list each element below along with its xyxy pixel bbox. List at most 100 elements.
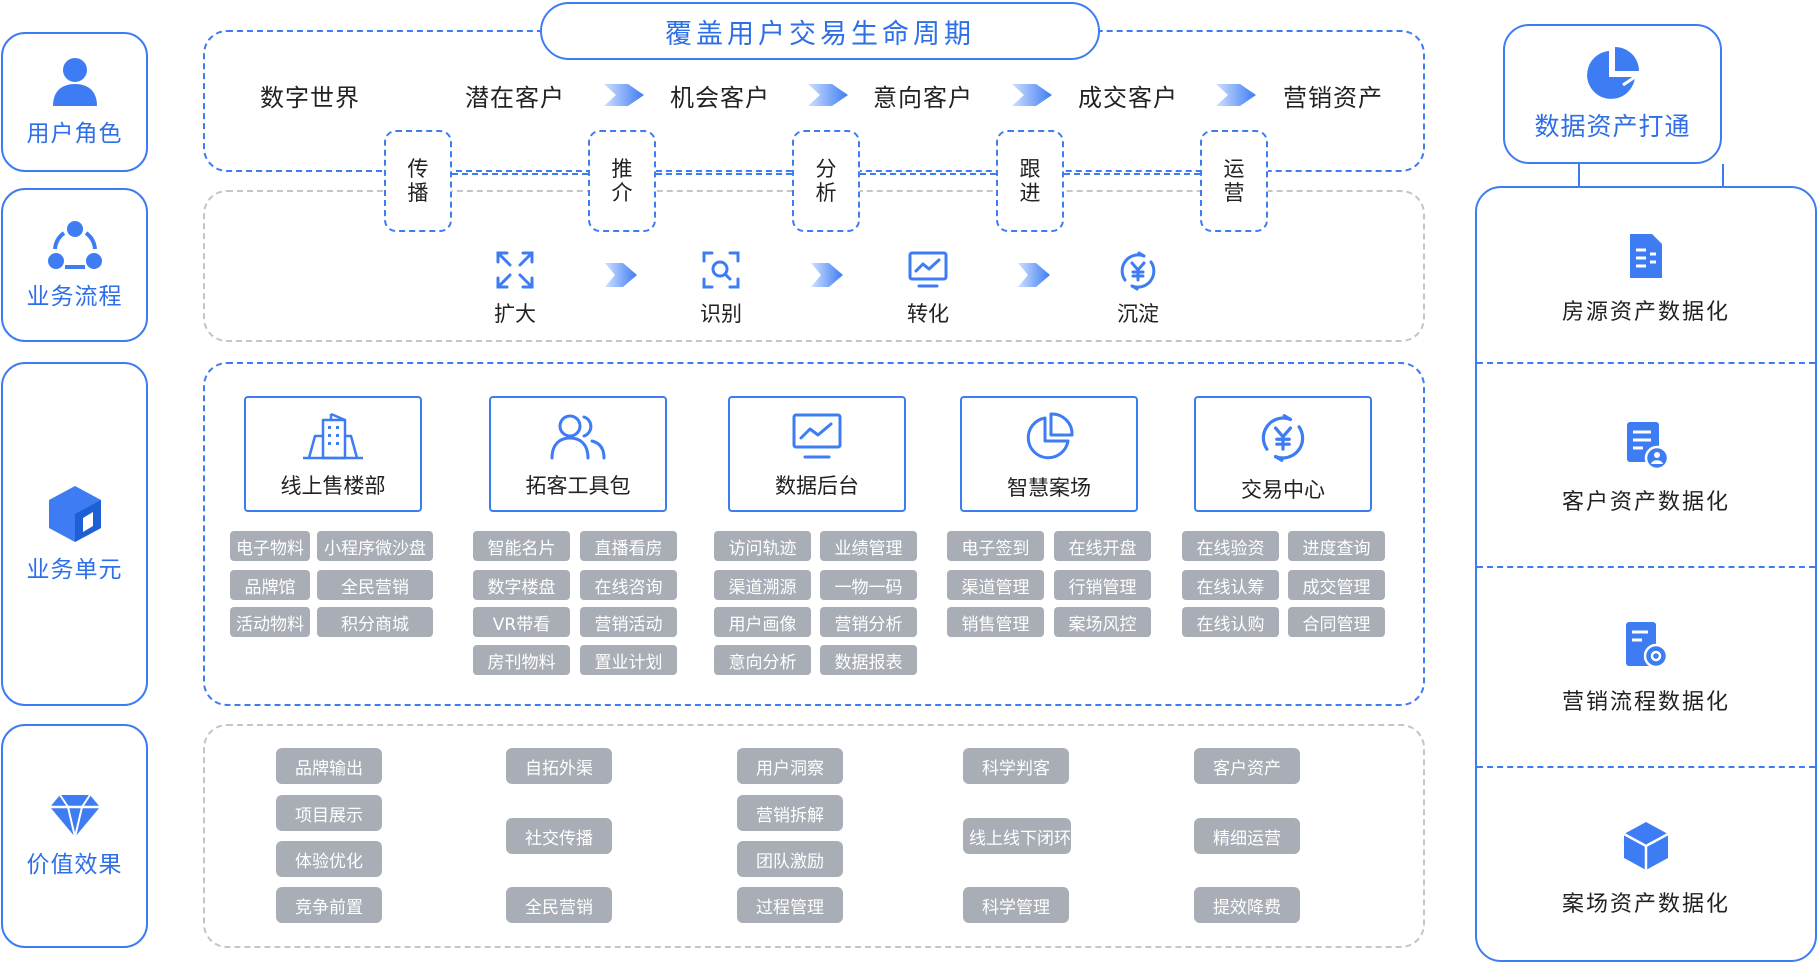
arrow-right-icon [604, 84, 644, 106]
arrow-right-icon [808, 84, 848, 106]
action-4-top: 跟 [1019, 157, 1041, 181]
unit-tag: 智能名片 [473, 531, 570, 561]
unit-tag: 在线咨询 [580, 570, 677, 600]
unit-card-toolkit: 拓客工具包 [489, 396, 667, 512]
value-tag: 过程管理 [737, 887, 843, 923]
customer-document-icon [1627, 422, 1669, 470]
unit-tag: 在线认筹 [1182, 570, 1279, 600]
users-icon [550, 414, 606, 460]
role-user: 用户角色 [1, 32, 148, 172]
connector-line [452, 173, 588, 175]
action-box-1: 传 播 [384, 130, 452, 232]
pie-chart-icon [1586, 47, 1639, 99]
value-tag: 品牌输出 [276, 748, 382, 784]
value-tag: 社交传播 [506, 818, 612, 854]
unit-tag: 直播看房 [580, 531, 677, 561]
values-container [203, 724, 1425, 948]
unit-tag: 在线认购 [1182, 607, 1279, 637]
cube-icon [48, 486, 101, 542]
process-settings-icon [1626, 622, 1669, 669]
unit-tag: 用户画像 [714, 607, 811, 637]
stage-1: 数字世界 [260, 84, 360, 112]
asset-item-2: 客户资产数据化 [1477, 420, 1815, 516]
unit-card-data-backend: 数据后台 [728, 396, 906, 512]
value-tag: 项目展示 [276, 795, 382, 831]
value-tag: 科学管理 [963, 887, 1069, 923]
unit-tag: 数据报表 [820, 645, 917, 675]
unit-name-4: 智慧案场 [1007, 476, 1091, 500]
action-1-top: 传 [407, 157, 429, 181]
stage-4: 意向客户 [873, 84, 973, 112]
role-label-value: 价值效果 [26, 852, 123, 878]
process-step-1: 扩大 [494, 302, 536, 326]
unit-tag: 营销分析 [820, 607, 917, 637]
unit-tag: 一物一码 [820, 570, 917, 600]
value-tag: 精细运营 [1194, 818, 1300, 854]
action-2-top: 推 [611, 157, 633, 181]
yuan-cycle-icon [1120, 251, 1156, 291]
role-label-user: 用户角色 [26, 121, 123, 147]
unit-tag: VR带看 [473, 607, 570, 637]
unit-tag: 小程序微沙盘 [317, 531, 433, 561]
building-icon [303, 412, 363, 460]
data-assets-panel: 房源资产数据化 客户资产数据化 营销流程数据化 案场资产数据化 [1475, 186, 1817, 962]
connector-line [1578, 164, 1580, 186]
unit-tag: 活动物料 [230, 607, 310, 637]
unit-tag: 营销活动 [580, 607, 677, 637]
asset-divider [1477, 566, 1815, 568]
stage-3: 机会客户 [670, 84, 770, 112]
action-box-5: 运 营 [1200, 130, 1268, 232]
pie-chart-icon [1026, 412, 1074, 460]
action-1-bottom: 播 [407, 181, 429, 205]
process-step-3: 转化 [907, 302, 949, 326]
unit-tag: 置业计划 [580, 645, 677, 675]
action-3-top: 分 [815, 157, 837, 181]
value-tag: 竞争前置 [276, 887, 382, 923]
unit-tag: 销售管理 [947, 607, 1044, 637]
diamond-icon [49, 794, 100, 838]
data-assets-header: 数据资产打通 [1503, 24, 1722, 164]
value-tag: 提效降费 [1194, 887, 1300, 923]
arrow-right-icon [605, 263, 637, 287]
unit-tag: 电子签到 [947, 531, 1044, 561]
value-tag: 体验优化 [276, 841, 382, 877]
asset-item-4: 案场资产数据化 [1477, 820, 1815, 918]
action-4-bottom: 进 [1019, 181, 1041, 205]
unit-card-trade-center: 交易中心 [1194, 396, 1372, 512]
asset-divider [1477, 362, 1815, 364]
role-process: 业务流程 [1, 188, 148, 342]
asset-divider [1477, 766, 1815, 768]
unit-name-3: 数据后台 [775, 474, 859, 498]
unit-name-2: 拓客工具包 [525, 474, 631, 498]
stage-2: 潜在客户 [465, 84, 565, 112]
role-label-unit: 业务单元 [26, 557, 123, 583]
process-step-4: 沉淀 [1117, 302, 1159, 326]
role-label-process: 业务流程 [26, 284, 123, 310]
arrow-right-icon [1216, 84, 1256, 106]
value-tag: 团队激励 [737, 841, 843, 877]
unit-tag: 积分商城 [317, 607, 433, 637]
cube-icon [1623, 822, 1669, 870]
action-2-bottom: 介 [611, 181, 633, 205]
data-assets-title: 数据资产打通 [1534, 112, 1691, 141]
user-icon [52, 58, 97, 106]
unit-name-5: 交易中心 [1241, 478, 1325, 502]
unit-tag: 业绩管理 [820, 531, 917, 561]
unit-tag: 进度查询 [1288, 531, 1385, 561]
unit-tag: 渠道溯源 [714, 570, 811, 600]
unit-tag: 合同管理 [1288, 607, 1385, 637]
value-tag: 用户洞察 [737, 748, 843, 784]
document-icon [1630, 234, 1662, 278]
unit-tag: 行销管理 [1054, 570, 1151, 600]
yuan-cycle-icon [1261, 414, 1305, 462]
unit-card-smart-site: 智慧案场 [960, 396, 1138, 512]
arrow-right-icon [811, 263, 843, 287]
unit-tag: 渠道管理 [947, 570, 1044, 600]
action-5-bottom: 营 [1223, 181, 1245, 205]
connector-line [860, 173, 996, 175]
value-tag: 客户资产 [1194, 748, 1300, 784]
unit-name-1: 线上售楼部 [280, 474, 386, 498]
stage-5: 成交客户 [1078, 84, 1178, 112]
units-container [203, 362, 1425, 706]
value-tag: 自拓外渠 [506, 748, 612, 784]
